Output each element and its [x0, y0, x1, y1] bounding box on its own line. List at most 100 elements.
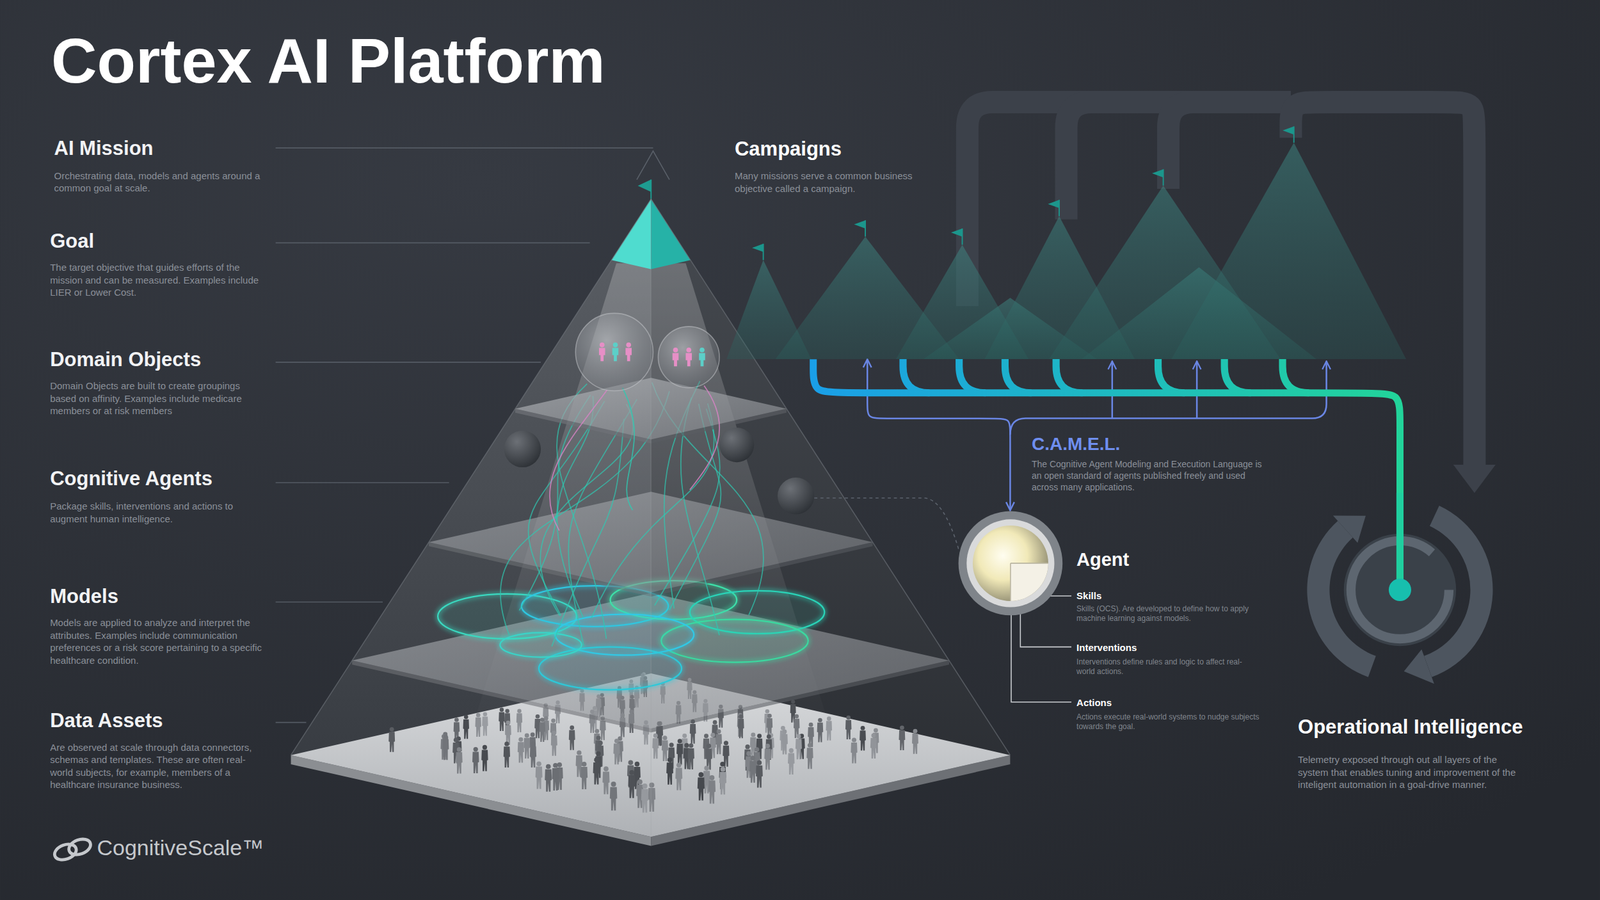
person-body [661, 740, 669, 761]
label-text: The Cognitive Agent Modeling and Executi… [1031, 458, 1265, 494]
agent-circle: Agent [957, 510, 1064, 617]
person-body [806, 747, 813, 769]
pipe-stub [1396, 492, 1404, 590]
person-body [749, 760, 757, 783]
agent-ring [966, 519, 1055, 608]
person-head [757, 733, 762, 738]
person-figure [455, 746, 463, 774]
person-figure [568, 725, 576, 751]
agent-link [528, 401, 605, 616]
member-body [698, 353, 706, 367]
person-head [846, 715, 851, 720]
label-text: The target objective that guides efforts… [49, 261, 265, 299]
person-head [677, 738, 683, 744]
person-figure [676, 738, 683, 765]
apex-caret [636, 151, 670, 180]
person-head [709, 775, 715, 781]
label-text: Actions execute real-world systems to nu… [1076, 712, 1261, 733]
person-head [637, 778, 643, 784]
label-text: AI Mission [54, 136, 154, 160]
person-head [716, 728, 722, 734]
diagram-title: Cortex AI Platform [51, 24, 605, 98]
person-head [698, 771, 704, 777]
person-head [704, 733, 709, 738]
person-head [556, 762, 562, 768]
label-anchor: Orchestrating data, models and agents ar… [54, 169, 264, 195]
person-head [551, 730, 557, 736]
feedback-pipe [1168, 101, 1291, 189]
person-body [688, 748, 695, 770]
person-body [517, 741, 525, 763]
member-head [613, 342, 619, 348]
person-body [666, 762, 674, 784]
label-text: Models [49, 584, 119, 608]
person-figure [766, 713, 773, 738]
person-head [873, 728, 879, 733]
person-head [720, 761, 726, 767]
flag [638, 179, 652, 192]
person-head [766, 734, 772, 739]
connector [813, 359, 1401, 493]
label-anchor: Interventions [1076, 641, 1137, 654]
person-head [453, 737, 459, 743]
campaign-pipe [1282, 359, 1309, 393]
person-body [764, 748, 771, 770]
label-anchor: The target objective that guides efforts… [49, 261, 265, 299]
person-head [569, 725, 575, 730]
person-figure [648, 782, 656, 812]
person-body [870, 737, 877, 759]
person-body [755, 765, 763, 788]
label-anchor: Goal [49, 229, 95, 253]
person-body [708, 780, 716, 804]
person-figure [661, 735, 669, 761]
person-body [676, 743, 683, 765]
person-body [912, 733, 919, 754]
pyramid [291, 179, 1011, 847]
person-body [613, 743, 620, 765]
person-head [746, 751, 751, 756]
camel-bracket [1009, 360, 1327, 435]
leader-line [275, 481, 450, 484]
person-body [442, 739, 449, 760]
person-head [536, 761, 542, 767]
person-body [388, 731, 395, 752]
goal-cap [650, 199, 691, 270]
person-head [653, 733, 658, 738]
person-figure [807, 722, 815, 747]
member-icon [625, 342, 632, 361]
person-head [817, 718, 823, 723]
person-body [523, 737, 530, 759]
person-head [750, 755, 756, 761]
person-head [551, 718, 556, 723]
person-body [475, 717, 482, 737]
person-body [795, 738, 802, 760]
person-figure [539, 717, 546, 742]
label-text: Models are applied to analyze and interp… [49, 616, 267, 667]
cycle-arrow-head [1404, 648, 1435, 684]
person-figure [675, 762, 683, 790]
agent-ring [958, 511, 1063, 616]
person-head [598, 740, 603, 745]
person-body [498, 711, 505, 731]
callout-line [1011, 609, 1072, 702]
person-head [720, 766, 726, 772]
person-body [697, 777, 705, 801]
person-figure [749, 755, 757, 783]
person-head [684, 743, 689, 748]
person-head [581, 761, 587, 767]
person-body [737, 718, 744, 738]
person-body [544, 769, 552, 792]
person-figure [781, 728, 788, 754]
person-head [499, 707, 504, 712]
person-head [712, 720, 718, 725]
leader-line [275, 242, 591, 244]
label-text: Skills [1076, 590, 1102, 602]
agent-sphere [777, 477, 815, 514]
person-body [481, 716, 488, 736]
person-head [688, 743, 694, 748]
person-body [602, 771, 610, 794]
connector [867, 359, 1010, 511]
node-text: Campaigns [734, 137, 842, 161]
person-head [506, 720, 511, 726]
